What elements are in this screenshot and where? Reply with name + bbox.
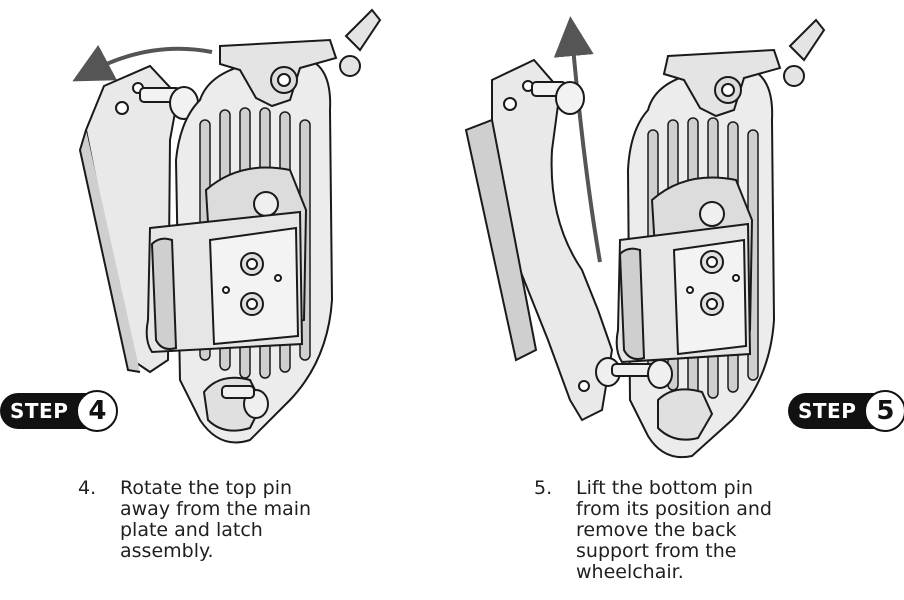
- instruction-text: Lift the bottom pin from its position an…: [576, 477, 772, 583]
- instruction-text: Rotate the top pin away from the main pl…: [120, 477, 312, 562]
- step-5-badge: STEP 5: [788, 388, 904, 434]
- top-pin: [531, 81, 585, 115]
- step-5-panel: STEP 5 5. Lift the bottom pin from its p…: [452, 0, 904, 600]
- step-4-badge: STEP 4: [0, 388, 119, 434]
- step-4-instruction: 4. Rotate the top pin away from the main…: [78, 478, 320, 562]
- lift-arrow-icon: [553, 16, 602, 263]
- step-4-illustration: [72, 8, 382, 444]
- step-5-instruction: 5. Lift the bottom pin from its position…: [534, 478, 776, 583]
- rotation-arrow-icon: [72, 44, 213, 82]
- instruction-number: 4.: [78, 477, 97, 499]
- step-4-panel: STEP 4 4. Rotate the top pin away from t…: [0, 8, 382, 562]
- step-5-illustration: [464, 16, 826, 458]
- latch-assembly: [615, 176, 754, 364]
- step-number: 5: [864, 390, 904, 432]
- latch-assembly: [145, 166, 308, 354]
- bottom-pin: [202, 376, 269, 432]
- instruction-number: 5.: [534, 477, 553, 499]
- step-number: 4: [76, 390, 119, 432]
- bottom-pin: [595, 357, 714, 441]
- back-support-bracket: [464, 58, 614, 422]
